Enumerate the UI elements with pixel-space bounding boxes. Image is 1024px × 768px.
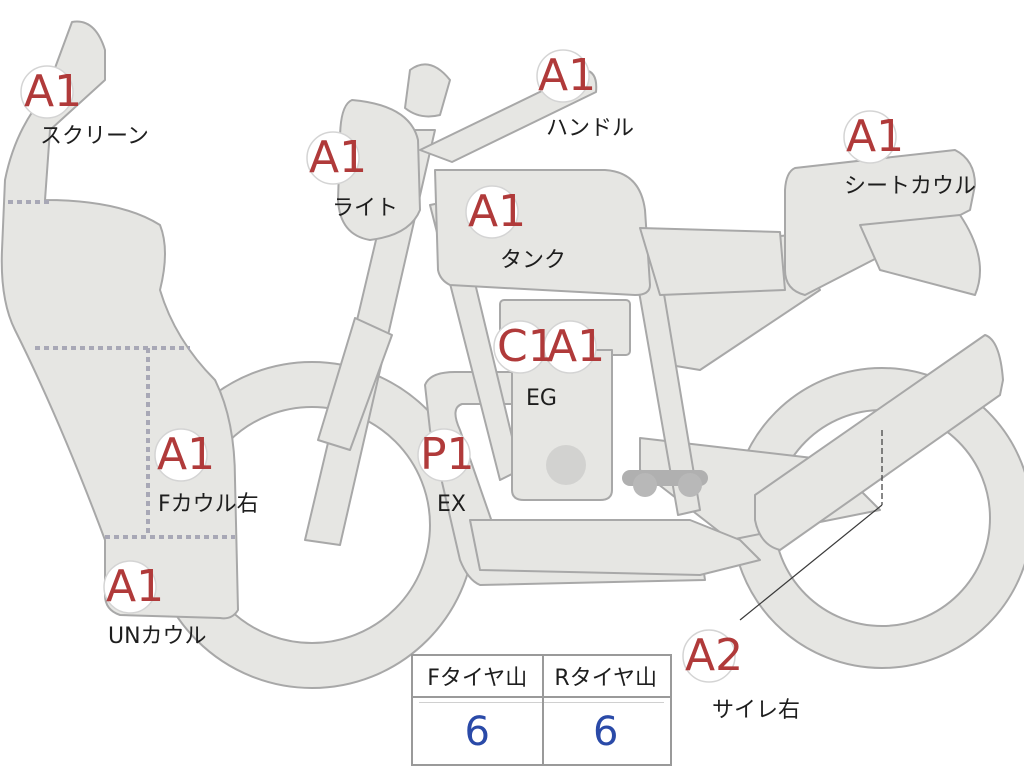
table-divider — [541, 656, 544, 764]
silencer-leader — [739, 430, 883, 621]
mirror — [404, 63, 451, 118]
front-tread-header: Fタイヤ山 — [413, 656, 542, 698]
rear-tread-value: 6 — [593, 709, 619, 755]
tire-tread-table: Fタイヤ山 Rタイヤ山 6 6 — [411, 654, 672, 766]
handle-grade: A1 — [538, 50, 597, 101]
screen-label: スクリーン — [40, 124, 149, 149]
headlight — [337, 99, 421, 241]
tail-fin — [859, 214, 981, 296]
silencer-right-grade: A2 — [685, 630, 744, 681]
under-cowl-grade: A1 — [106, 561, 165, 612]
cowl-seams — [8, 200, 235, 539]
engine-grade-c: C1 — [497, 321, 556, 372]
f-cowl-right-grade: A1 — [157, 429, 216, 480]
silencer — [754, 334, 1004, 551]
engine-label: EG — [526, 386, 557, 411]
screen-grade: A1 — [24, 66, 83, 117]
front-tread-value: 6 — [464, 709, 490, 755]
engine-grade-a: A1 — [547, 321, 606, 372]
light-grade: A1 — [309, 132, 368, 183]
exhaust-grade: P1 — [420, 429, 475, 480]
lower-frame — [469, 519, 761, 576]
under-cowl-label: UNカウル — [108, 624, 207, 649]
handle-label: ハンドル — [546, 116, 635, 141]
tank-label: タンク — [500, 248, 567, 273]
f-cowl-right-label: Fカウル右 — [158, 492, 259, 517]
exhaust-label: EX — [437, 492, 466, 517]
seat — [639, 227, 786, 296]
seat-cowl-label: シートカウル — [844, 174, 977, 199]
grade-badges — [20, 49, 897, 683]
rear-tread-header: Rタイヤ山 — [541, 656, 670, 698]
seat-cowl-grade: A1 — [846, 111, 905, 162]
light-label: ライト — [332, 196, 399, 221]
silencer-right-label: サイレ右 — [712, 698, 801, 723]
fork-guard — [317, 317, 393, 451]
tank-grade: A1 — [468, 186, 527, 237]
